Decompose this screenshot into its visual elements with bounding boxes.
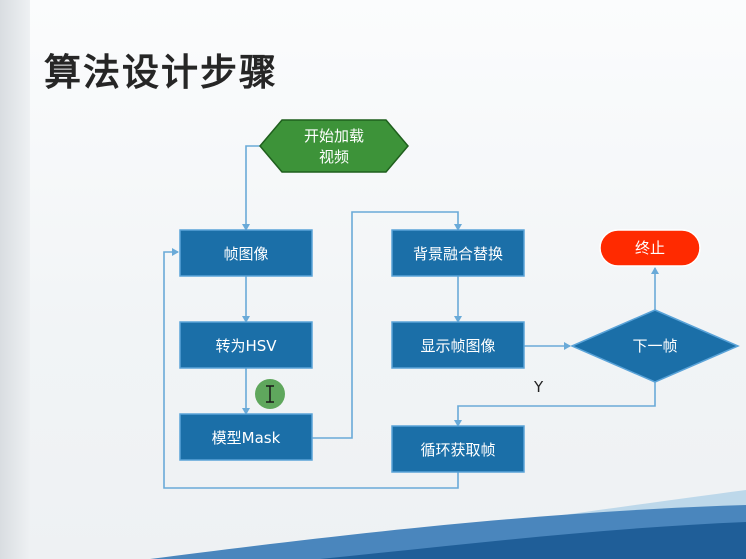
node-loop-frames-label: 循环获取帧: [420, 441, 495, 459]
yes-branch-label: Y: [533, 378, 544, 396]
arrow-start-to-frame: [242, 145, 260, 231]
arrow-loop-to-frame: [163, 248, 459, 489]
node-loop-frames: 循环获取帧: [391, 425, 525, 473]
arrow-mask-to-background: [312, 211, 462, 439]
node-frame-image-label: 帧图像: [223, 245, 268, 263]
slide-title: 算法设计步骤: [44, 51, 278, 94]
node-show-frame: 显示帧图像: [391, 321, 525, 369]
node-model-mask-label: 模型Mask: [212, 429, 281, 447]
arrow-next-to-loop: [454, 382, 656, 427]
node-next-frame: 下一帧: [570, 309, 740, 383]
node-frame-image: 帧图像: [179, 229, 313, 277]
node-end-label: 终止: [635, 239, 665, 257]
cursor-indicator: [255, 379, 285, 409]
flow-connectors: [163, 145, 659, 489]
node-next-frame-label: 下一帧: [632, 337, 677, 355]
slide-left-edge: [0, 0, 30, 559]
text-cursor-icon: [266, 385, 274, 403]
node-model-mask: 模型Mask: [179, 413, 313, 461]
node-end: 终止: [599, 229, 701, 267]
node-to-hsv-label: 转为HSV: [215, 337, 277, 355]
node-background-replace-label: 背景融合替换: [413, 245, 503, 263]
node-to-hsv: 转为HSV: [179, 321, 313, 369]
bottom-swoosh: [150, 490, 746, 559]
node-background-replace: 背景融合替换: [391, 229, 525, 277]
node-start: 开始加载 视频: [259, 119, 409, 173]
node-start-line1: 开始加载: [304, 127, 364, 145]
node-start-line2: 视频: [319, 148, 349, 166]
node-show-frame-label: 显示帧图像: [420, 337, 495, 355]
